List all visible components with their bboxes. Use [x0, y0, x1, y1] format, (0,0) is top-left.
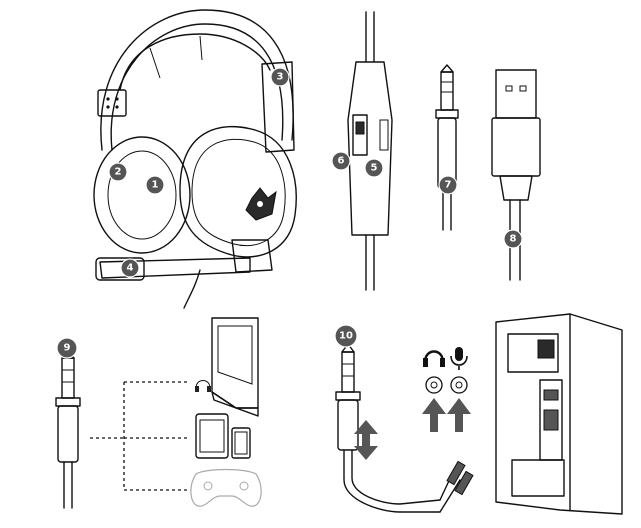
- svg-text:8: 8: [510, 234, 517, 245]
- pc-tower-illustration: [496, 314, 622, 514]
- svg-text:2: 2: [115, 167, 122, 178]
- headphone-icon: [195, 381, 211, 393]
- up-arrow-icon: [422, 398, 471, 432]
- headphone-jack-icon: [423, 352, 445, 394]
- inline-controller: [348, 12, 392, 290]
- callout-10: 10: [335, 325, 357, 347]
- svg-text:5: 5: [371, 163, 378, 174]
- svg-text:6: 6: [338, 156, 345, 167]
- tablet-phone-illustration: [196, 414, 250, 458]
- svg-text:10: 10: [339, 331, 353, 342]
- callout-8: 8: [504, 230, 522, 248]
- svg-text:9: 9: [64, 343, 71, 354]
- plug-with-devices: [56, 350, 188, 508]
- microphone-icon: [451, 347, 467, 393]
- callout-9: 9: [57, 338, 77, 358]
- gamepad-illustration: [191, 470, 261, 507]
- laptop-illustration: [212, 318, 258, 416]
- svg-text:4: 4: [127, 263, 134, 274]
- audio-plug: [436, 65, 458, 230]
- svg-text:7: 7: [445, 180, 452, 191]
- svg-text:3: 3: [277, 72, 284, 83]
- svg-text:1: 1: [152, 180, 159, 191]
- callout-2: 2: [109, 163, 127, 181]
- usb-plug: [492, 70, 540, 280]
- splitter-cable: [336, 344, 473, 512]
- callout-7: 7: [439, 176, 457, 194]
- callout-1: 1: [146, 176, 164, 194]
- callout-6: 6: [332, 152, 350, 170]
- callout-4: 4: [121, 259, 139, 277]
- callout-3: 3: [271, 68, 289, 86]
- callout-5: 5: [365, 159, 383, 177]
